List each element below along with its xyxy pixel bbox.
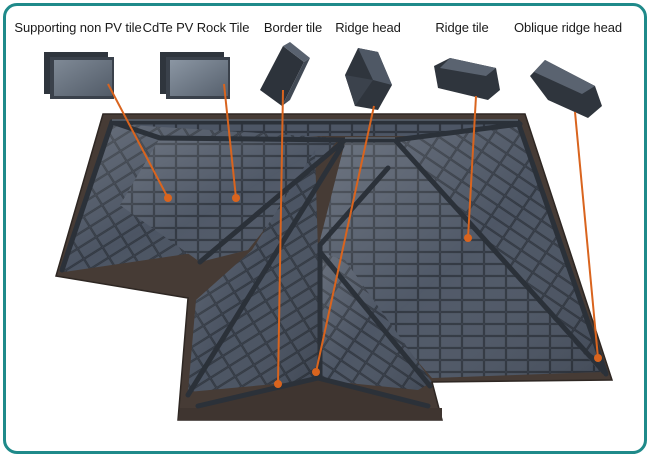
cdte-pv-tile-icon <box>160 52 230 99</box>
border-tile-icon <box>260 42 310 106</box>
ridge-head-icon <box>345 48 392 110</box>
roof-body <box>56 114 612 420</box>
supporting-tile-icon <box>44 52 114 99</box>
oblique-ridge-head-icon <box>530 60 602 118</box>
ridge-tile-icon <box>434 58 500 100</box>
